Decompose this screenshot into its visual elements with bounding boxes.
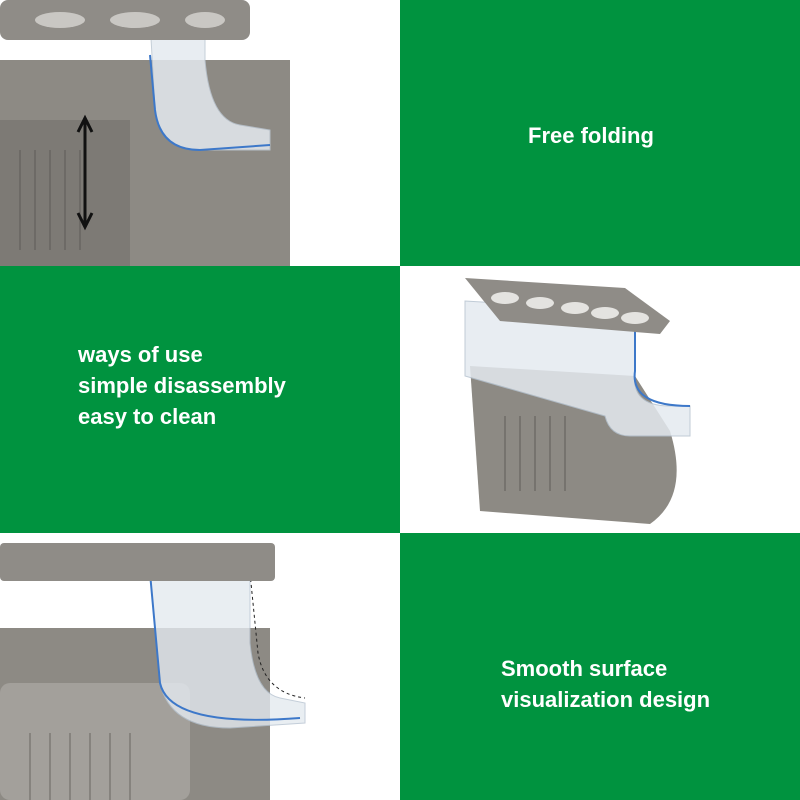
closeup-photo-height-adjust — [0, 0, 400, 266]
product-photo-disassembled — [400, 266, 800, 533]
feature-text-line: simple disassembly — [78, 373, 286, 398]
feature-text-line: ways of use — [78, 342, 203, 367]
dispenser-disassembled-illustration — [464, 278, 691, 524]
dispenser-surface-closeup-illustration — [0, 543, 306, 800]
feature-text-line: visualization design — [501, 687, 711, 712]
feature-text-line: easy to clean — [78, 404, 217, 429]
dispenser-closeup-illustration — [0, 0, 290, 266]
feature-text-line: Smooth surface — [501, 656, 668, 681]
feature-panel-smooth-surface: Smooth surface visualization design — [400, 533, 800, 800]
feature-text-free-folding: Free folding — [528, 123, 654, 148]
feature-panel-free-folding: Free folding — [400, 0, 800, 266]
feature-panel-usage: ways of use simple disassembly easy to c… — [0, 266, 400, 533]
closeup-photo-surface — [0, 533, 400, 800]
